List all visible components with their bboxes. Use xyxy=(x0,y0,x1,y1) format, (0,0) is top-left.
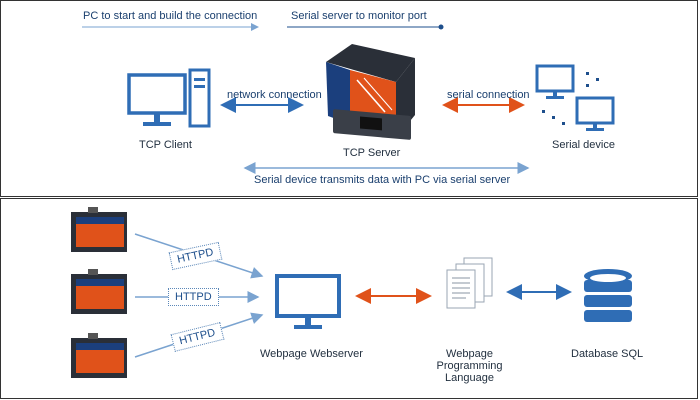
tcp-client-icon xyxy=(127,68,211,128)
caption-pc-start: PC to start and build the connection xyxy=(83,10,258,22)
documents-icon xyxy=(446,257,493,309)
label-webpage-programming-language: Webpage Programming Language xyxy=(436,348,503,384)
serial-server-device-1 xyxy=(71,207,127,252)
label-tcp-client: TCP Client xyxy=(139,139,192,151)
label-serial-connection: serial connection xyxy=(447,89,530,101)
httpd-label-2: HTTPD xyxy=(168,288,219,306)
caption-serial-monitor: Serial server to monitor port xyxy=(291,10,427,22)
database-icon xyxy=(584,269,632,322)
serial-server-device xyxy=(326,44,415,140)
label-serial-device: Serial device xyxy=(552,139,615,151)
caption-serial-transmits: Serial device transmits data with PC via… xyxy=(254,174,511,186)
webserver-monitor-icon xyxy=(275,274,341,329)
serial-server-device-2 xyxy=(71,269,127,314)
monitor-icon xyxy=(127,73,187,126)
tower-icon xyxy=(188,68,211,128)
label-webpage-webserver: Webpage Webserver xyxy=(260,348,363,360)
label-database-sql: Database SQL xyxy=(571,348,644,360)
serial-device-icon xyxy=(535,64,615,131)
top-panel xyxy=(0,0,698,197)
label-tcp-server: TCP Server xyxy=(343,147,401,159)
serial-server-device-3 xyxy=(71,333,127,378)
label-network-connection: network connection xyxy=(227,89,322,101)
bottom-panel xyxy=(0,198,698,399)
caption-right-dot xyxy=(438,24,444,30)
